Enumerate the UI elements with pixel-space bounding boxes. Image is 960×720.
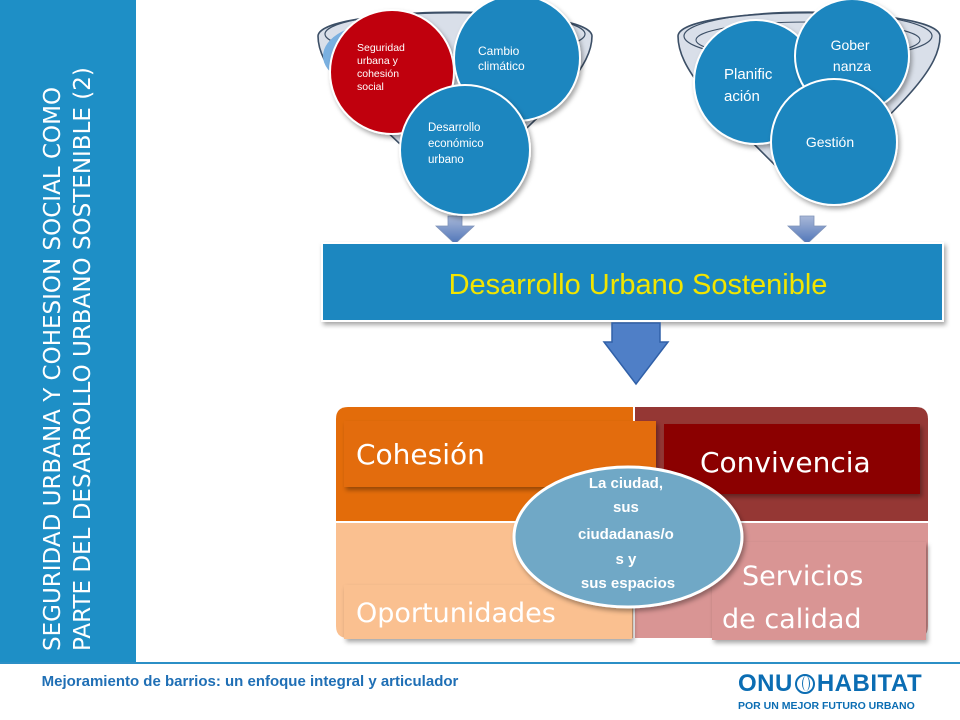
svg-text:Planific ación: Planific ación (724, 66, 777, 105)
circle-seguridad-line-1: Seguridad (357, 42, 405, 54)
box-servicios: Servicios de calidad (712, 542, 926, 640)
box-convivencia-label: Convivencia (700, 446, 871, 479)
box-servicios-line-2: de calidad (722, 604, 862, 635)
center-line-3: ciudadanas/o (578, 526, 674, 543)
box-cohesion-label: Cohesión (356, 438, 485, 471)
logo-tagline: POR UN MEJOR FUTURO URBANO (738, 700, 915, 712)
center-circle: La ciudad, sus ciudadanas/o s y sus espa… (512, 465, 744, 609)
globe-icon (794, 674, 815, 694)
footer-caption: Mejoramiento de barrios: un enfoque inte… (41, 673, 459, 690)
box-oportunidades-label: Oportunidades (356, 598, 556, 629)
circle-seguridad-line-3: cohesión (357, 68, 399, 80)
center-line-5: sus espacios (581, 575, 675, 592)
svg-text:Servicios de calidad: Servicios de calidad (722, 561, 872, 635)
center-line-4: s y (615, 551, 637, 568)
circle-desarrollo-economico: Desarrollo económico urbano (399, 84, 531, 216)
funnel-left-arrow (434, 215, 476, 245)
box-servicios-line-1: Servicios (742, 561, 863, 592)
matrix: Cohesión Convivencia Oportunidades Servi… (336, 407, 928, 640)
logo-wordmark: ONU HABITAT (738, 670, 922, 698)
circle-planificacion-line-1: Planific (724, 66, 773, 83)
box-oportunidades: Oportunidades (344, 585, 632, 639)
circle-seguridad-line-2: urbana y (357, 55, 399, 67)
circle-gestion-label: Gestión (806, 134, 854, 150)
circle-gestion: Gestión (770, 78, 898, 206)
circle-seguridad-line-4: social (357, 81, 384, 93)
funnel-right: Planific ación Gober nanza Gestión (677, 0, 941, 245)
svg-text:Desarrollo económico: Desarrollo económico urbano (428, 122, 487, 166)
funnel-left: Seguridad urbana y cohesión social Cambi… (317, 0, 593, 245)
circle-desarrollo-line-3: urbano (428, 154, 464, 166)
circle-desarrollo-line-2: económico (428, 138, 484, 150)
sidebar-panel: SEGURIDAD URBANA Y COHESION SOCIAL COMO … (0, 0, 136, 662)
circle-gobernanza-line-1: Gober (831, 37, 870, 53)
onu-habitat-logo: ONU HABITAT POR UN MEJOR FUTURO URBANO (738, 670, 922, 714)
banner: Desarrollo Urbano Sostenible (321, 242, 944, 322)
circle-cambio-line-2: climático (478, 59, 525, 73)
funnel-right-arrow (786, 215, 828, 245)
svg-text:Cambio climático: Cambio climático (478, 44, 525, 73)
down-arrow (602, 322, 670, 386)
svg-text:Seguridad urbana y: Seguridad urbana y cohesión social (357, 42, 408, 93)
svg-text:Gober nanza: Gober nanza (831, 37, 874, 74)
circle-cambio-line-1: Cambio (478, 44, 520, 58)
center-line-2: sus (613, 499, 639, 516)
logo-left-text: ONU (738, 670, 793, 697)
circle-desarrollo-line-1: Desarrollo (428, 122, 480, 134)
svg-text:La ciudad, sus: La ciudad, sus ciudadanas/o s y sus espa… (578, 475, 678, 592)
footer-divider (0, 662, 960, 664)
banner-label: Desarrollo Urbano Sostenible (449, 269, 828, 301)
diagram-canvas: Seguridad urbana y cohesión social Cambi… (317, 0, 944, 640)
center-line-1: La ciudad, (589, 475, 663, 492)
logo-right-text: HABITAT (816, 670, 923, 697)
circle-planificacion-line-2: ación (724, 88, 760, 105)
circle-gobernanza-line-2: nanza (833, 58, 871, 74)
box-convivencia: Convivencia (664, 424, 920, 494)
